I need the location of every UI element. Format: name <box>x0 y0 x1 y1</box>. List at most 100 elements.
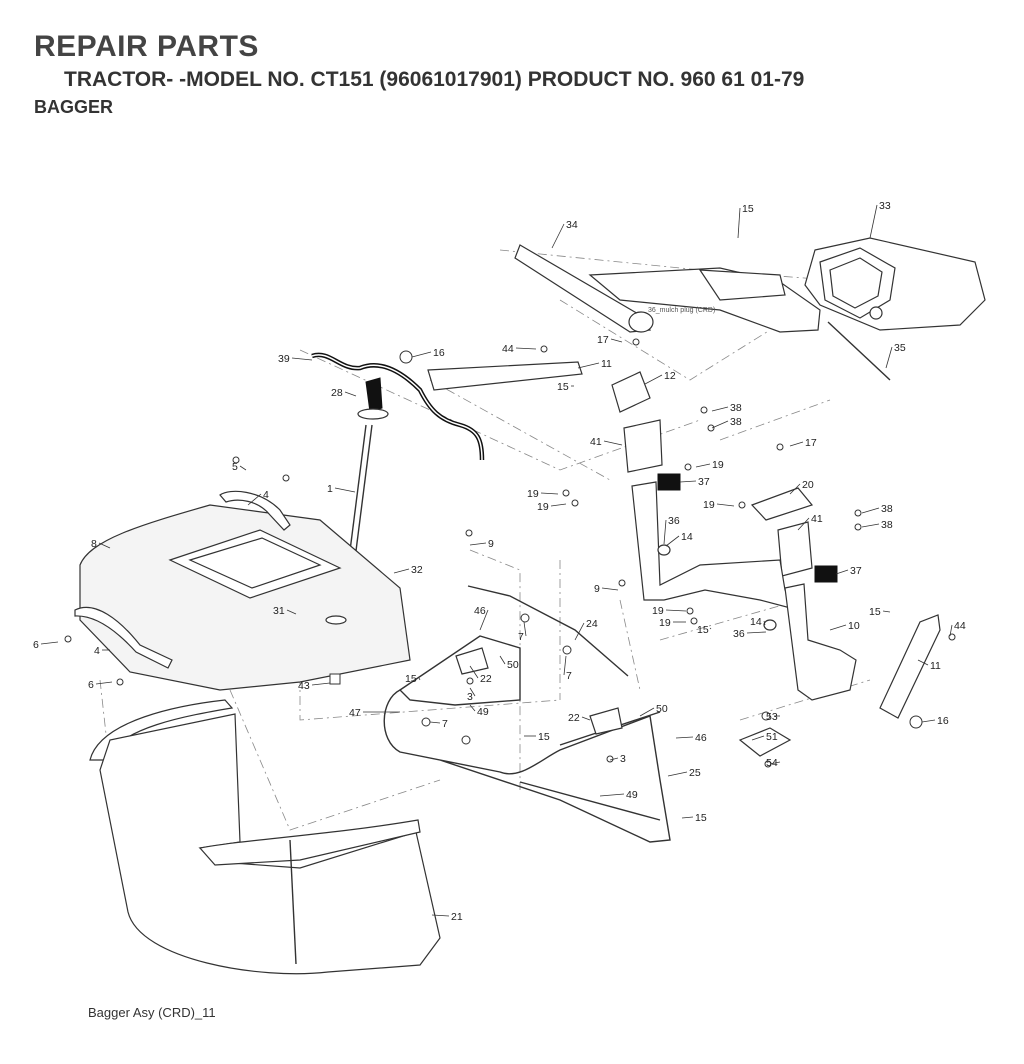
callout-label: 36 <box>668 515 680 527</box>
callout-leader <box>98 542 111 549</box>
callout-19: 19 <box>537 501 567 513</box>
callout-leader <box>469 687 476 697</box>
callout-15: 15 <box>681 812 707 824</box>
callout-15: 15 <box>557 381 574 393</box>
callout-leader <box>515 347 537 350</box>
callout-label: 43 <box>298 680 310 692</box>
callout-7: 7 <box>518 621 527 643</box>
callout-leader <box>639 707 655 717</box>
callout-leader <box>479 609 489 631</box>
callout-3: 3 <box>467 687 476 703</box>
callout-leader <box>393 568 410 574</box>
callout-4: 4 <box>94 645 110 657</box>
callout-leader <box>716 503 735 507</box>
callout-15: 15 <box>524 731 550 743</box>
callout-31: 31 <box>273 605 297 617</box>
callout-leader <box>861 507 880 514</box>
callout-28: 28 <box>331 387 357 399</box>
callout-15: 15 <box>737 203 754 239</box>
callout-leader <box>418 677 421 681</box>
callout-label: 50 <box>507 659 519 671</box>
bracket-upper <box>427 361 583 391</box>
callout-label: 19 <box>652 605 664 617</box>
callout-label: 33 <box>879 200 891 212</box>
callout-19: 19 <box>659 617 686 629</box>
callout-35: 35 <box>885 342 906 369</box>
callout-38: 38 <box>861 503 893 515</box>
callout-50: 50 <box>499 655 519 671</box>
callout-leader <box>563 655 567 676</box>
callout-leader <box>95 681 113 685</box>
callout-51: 51 <box>751 731 778 743</box>
callout-label: 44 <box>502 343 514 355</box>
callout-leader <box>610 338 623 343</box>
callout-leader <box>679 480 697 483</box>
callout-leader <box>523 621 527 637</box>
callout-label: 6 <box>88 679 94 691</box>
callout-37: 37 <box>679 476 710 488</box>
callout-44: 44 <box>502 343 537 355</box>
callout-11: 11 <box>577 358 612 370</box>
callout-label: 31 <box>273 605 285 617</box>
callout-leader <box>644 374 663 385</box>
callout-leader <box>797 517 810 531</box>
mulch-plug-tube <box>514 244 821 333</box>
callout-label: 51 <box>766 731 778 743</box>
callout-label: 22 <box>480 673 492 685</box>
callout-15: 15 <box>697 624 712 636</box>
callout-label: 4 <box>94 645 100 657</box>
callout-9: 9 <box>469 538 494 550</box>
callout-leader <box>861 523 880 528</box>
callout-leader <box>667 771 688 777</box>
callout-19: 19 <box>695 459 724 471</box>
callout-46: 46 <box>474 605 489 631</box>
callout-label: 44 <box>954 620 966 632</box>
callout-label: 5 <box>232 461 238 473</box>
bracket-20 <box>750 487 814 521</box>
latch-41-upper <box>623 419 663 473</box>
callout-label: 37 <box>698 476 710 488</box>
callout-22: 22 <box>568 712 591 724</box>
callout-14: 14 <box>750 616 766 628</box>
callout-leader <box>681 816 694 819</box>
callout-label: 11 <box>601 358 612 370</box>
callout-5: 5 <box>232 461 247 473</box>
callout-leader <box>769 761 781 765</box>
cap-37-upper <box>657 473 681 491</box>
callout-47: 47 <box>349 707 400 719</box>
callout-leader <box>551 223 565 249</box>
callout-label: 49 <box>477 706 489 718</box>
callout-leader <box>829 624 847 631</box>
callout-44: 44 <box>949 620 966 637</box>
callout-38: 38 <box>711 416 742 429</box>
callout-label: 12 <box>664 370 676 382</box>
callout-leader <box>665 609 687 612</box>
callout-6: 6 <box>88 679 113 691</box>
callout-4: 4 <box>247 489 269 506</box>
callout-label: 19 <box>537 501 549 513</box>
callout-37: 37 <box>835 565 862 577</box>
callout-label: 36 <box>733 628 745 640</box>
hardware <box>64 338 956 768</box>
callout-label: 19 <box>712 459 724 471</box>
callout-label: 21 <box>451 911 463 923</box>
bracket-right <box>879 614 941 719</box>
callout-label: 20 <box>802 479 814 491</box>
callout-36: 36 <box>733 628 767 640</box>
callout-label: 7 <box>518 631 524 643</box>
callout-label: 38 <box>730 416 742 428</box>
callout-leader <box>746 631 767 634</box>
callout-43: 43 <box>298 680 331 692</box>
bagger-lid <box>79 504 411 691</box>
callout-leader <box>709 627 712 630</box>
callout-7: 7 <box>563 655 572 682</box>
callout-leader <box>882 610 891 613</box>
callout-39: 39 <box>278 353 313 365</box>
callout-label: 6 <box>33 639 39 651</box>
callout-label: 16 <box>433 347 445 359</box>
mulch-plug-label: 36_mulch plug (CRD) <box>648 307 715 314</box>
callout-label: 1 <box>327 483 333 495</box>
callout-label: 17 <box>597 334 609 346</box>
